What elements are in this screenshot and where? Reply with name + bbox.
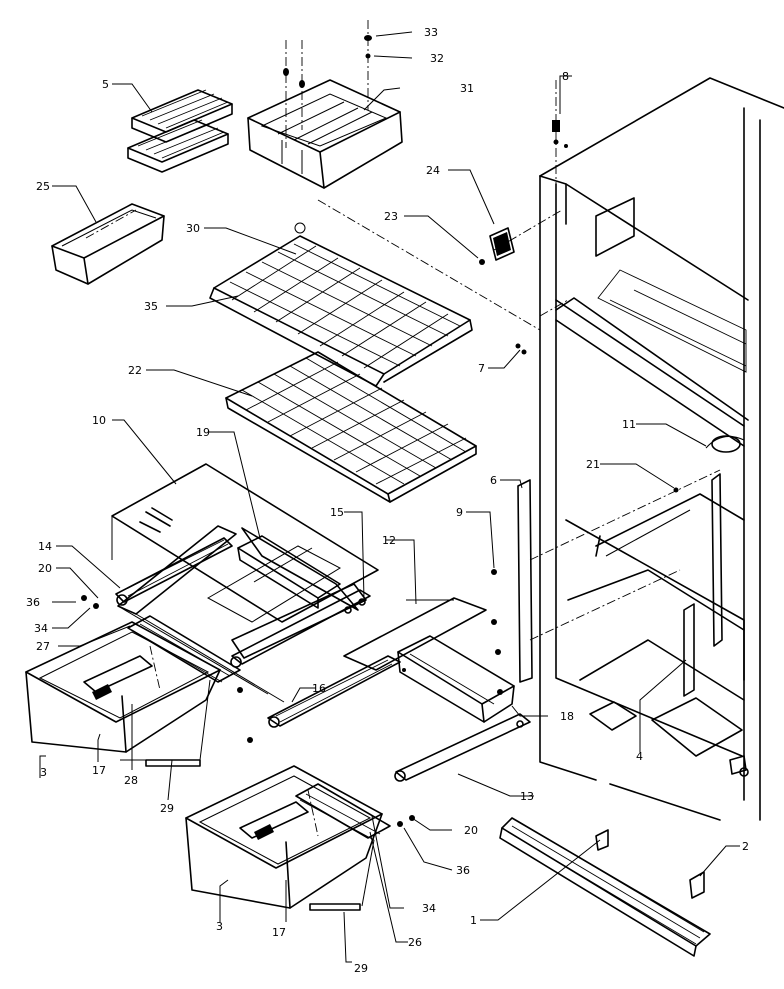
callout-28: 28 [124, 774, 138, 787]
hardware-screws [81, 80, 679, 827]
cabinet [539, 77, 784, 821]
callout-31: 31 [460, 82, 474, 95]
center-support [397, 635, 515, 723]
lower-crisper-drawer [185, 765, 391, 911]
callout-labels: 1 2 3 3 4 5 6 7 8 9 10 11 12 13 14 15 16… [26, 26, 749, 975]
callout-32: 32 [430, 52, 444, 65]
callout-25: 25 [36, 180, 50, 193]
callout-13: 13 [520, 790, 534, 803]
callout-3-upper: 3 [40, 766, 47, 779]
callout-34-upper: 34 [34, 622, 48, 635]
callout-5: 5 [102, 78, 109, 91]
kickplate-grille [499, 817, 711, 957]
callout-34-lower: 34 [422, 902, 436, 915]
callout-2: 2 [742, 840, 749, 853]
callout-36-upper: 36 [26, 596, 40, 609]
lower-right-slide [394, 713, 531, 782]
ice-cube-trays [127, 89, 233, 173]
callout-21: 21 [586, 458, 600, 471]
dairy-bin [51, 203, 165, 285]
upper-crisper-drawer [25, 615, 241, 767]
control-rod [343, 597, 487, 671]
callout-17-upper: 17 [92, 764, 106, 777]
callout-12: 12 [382, 534, 396, 547]
callout-8: 8 [562, 70, 569, 83]
callout-11: 11 [622, 418, 636, 431]
callout-22: 22 [128, 364, 142, 377]
callout-29-upper: 29 [160, 802, 174, 815]
callout-9: 9 [456, 506, 463, 519]
icemaker-bracket [247, 20, 403, 189]
callout-30: 30 [186, 222, 200, 235]
callout-26: 26 [408, 936, 422, 949]
leader-lines [39, 31, 740, 963]
callout-29-lower: 29 [354, 962, 368, 975]
callout-19: 19 [196, 426, 210, 439]
assembly-lines [85, 199, 721, 837]
callout-18: 18 [560, 710, 574, 723]
callout-7: 7 [478, 362, 485, 375]
callout-6: 6 [490, 474, 497, 487]
callout-14: 14 [38, 540, 52, 553]
crisper-frame [206, 535, 342, 623]
callout-16: 16 [312, 682, 326, 695]
callout-36-lower: 36 [456, 864, 470, 877]
callout-24: 24 [426, 164, 440, 177]
callout-35: 35 [144, 300, 158, 313]
callout-17-lower: 17 [272, 926, 286, 939]
callout-4: 4 [636, 750, 643, 763]
callout-3-lower: 3 [216, 920, 223, 933]
small-clip-parts [479, 227, 515, 265]
callout-33: 33 [424, 26, 438, 39]
freezer-wire-shelf [209, 222, 473, 387]
callout-1: 1 [470, 914, 477, 927]
callout-10: 10 [92, 414, 106, 427]
lower-left-slide [267, 655, 406, 728]
upper-right-slide [230, 589, 371, 668]
callout-15: 15 [330, 506, 344, 519]
fridge-wire-shelf [225, 351, 477, 503]
callout-27: 27 [36, 640, 50, 653]
upper-left-slide [115, 537, 233, 606]
callout-20-upper: 20 [38, 562, 52, 575]
callout-20-lower: 20 [464, 824, 478, 837]
shelf-ladder [491, 479, 533, 695]
callout-23: 23 [384, 210, 398, 223]
